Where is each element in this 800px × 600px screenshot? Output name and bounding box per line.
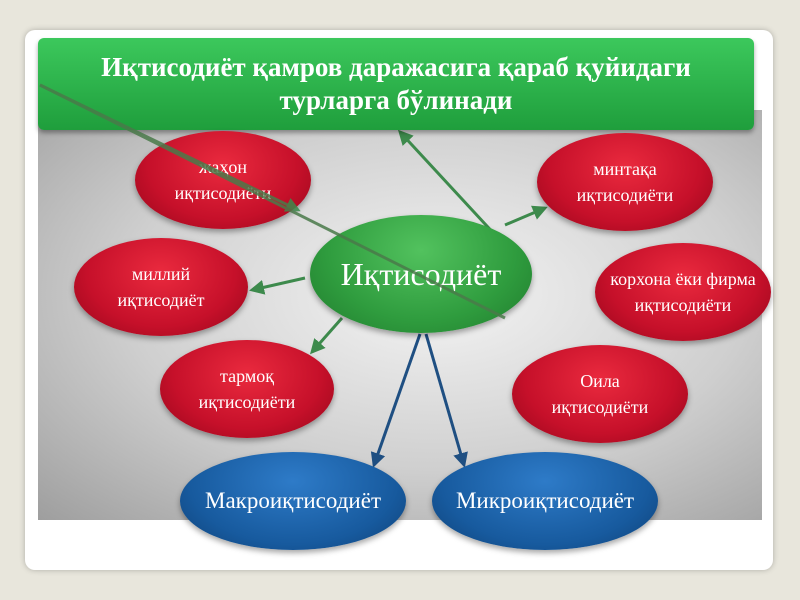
node-national-economy-label: миллий иқтисодиёт — [117, 264, 205, 310]
title-banner: Иқтисодиёт қамров даражасига қараб қуйид… — [38, 38, 754, 130]
node-regional-economy: минтақа иқтисодиёти — [537, 133, 713, 231]
node-macroeconomics: Макроиқтисодиёт — [180, 452, 406, 550]
node-microeconomics-label: Микроиқтисодиёт — [455, 488, 635, 513]
arrow-to-micro — [424, 333, 468, 468]
arrow-to-macro — [370, 333, 422, 468]
node-regional-economy-label: минтақа иқтисодиёти — [576, 159, 674, 205]
arrow-to-sector — [310, 317, 344, 355]
node-sector-economy-label: тармоқ иқтисодиёти — [198, 366, 296, 412]
arrow-cross-center — [39, 83, 506, 320]
node-economy-center-label: Иқтисодиёт — [340, 255, 502, 292]
node-enterprise-economy: корхона ёки фирма иқтисодиёти — [595, 243, 771, 341]
node-sector-economy: тармоқ иқтисодиёти — [160, 340, 334, 438]
title-text: Иқтисодиёт қамров даражасига қараб қуйид… — [101, 52, 691, 115]
arrow-to-title — [397, 129, 500, 240]
node-family-economy: Оила иқтисодиёти — [512, 345, 688, 443]
node-microeconomics: Микроиқтисодиёт — [432, 452, 658, 550]
node-economy-center: Иқтисодиёт — [310, 215, 532, 333]
node-national-economy: миллий иқтисодиёт — [74, 238, 248, 336]
node-enterprise-economy-label: корхона ёки фирма иқтисодиёти — [610, 269, 756, 315]
arrow-to-national — [249, 276, 306, 295]
node-world-economy: жаҳон иқтисодиёти — [135, 131, 311, 229]
node-family-economy-label: Оила иқтисодиёти — [551, 371, 649, 417]
node-macroeconomics-label: Макроиқтисодиёт — [205, 488, 381, 513]
arrow-to-regional — [504, 205, 548, 227]
